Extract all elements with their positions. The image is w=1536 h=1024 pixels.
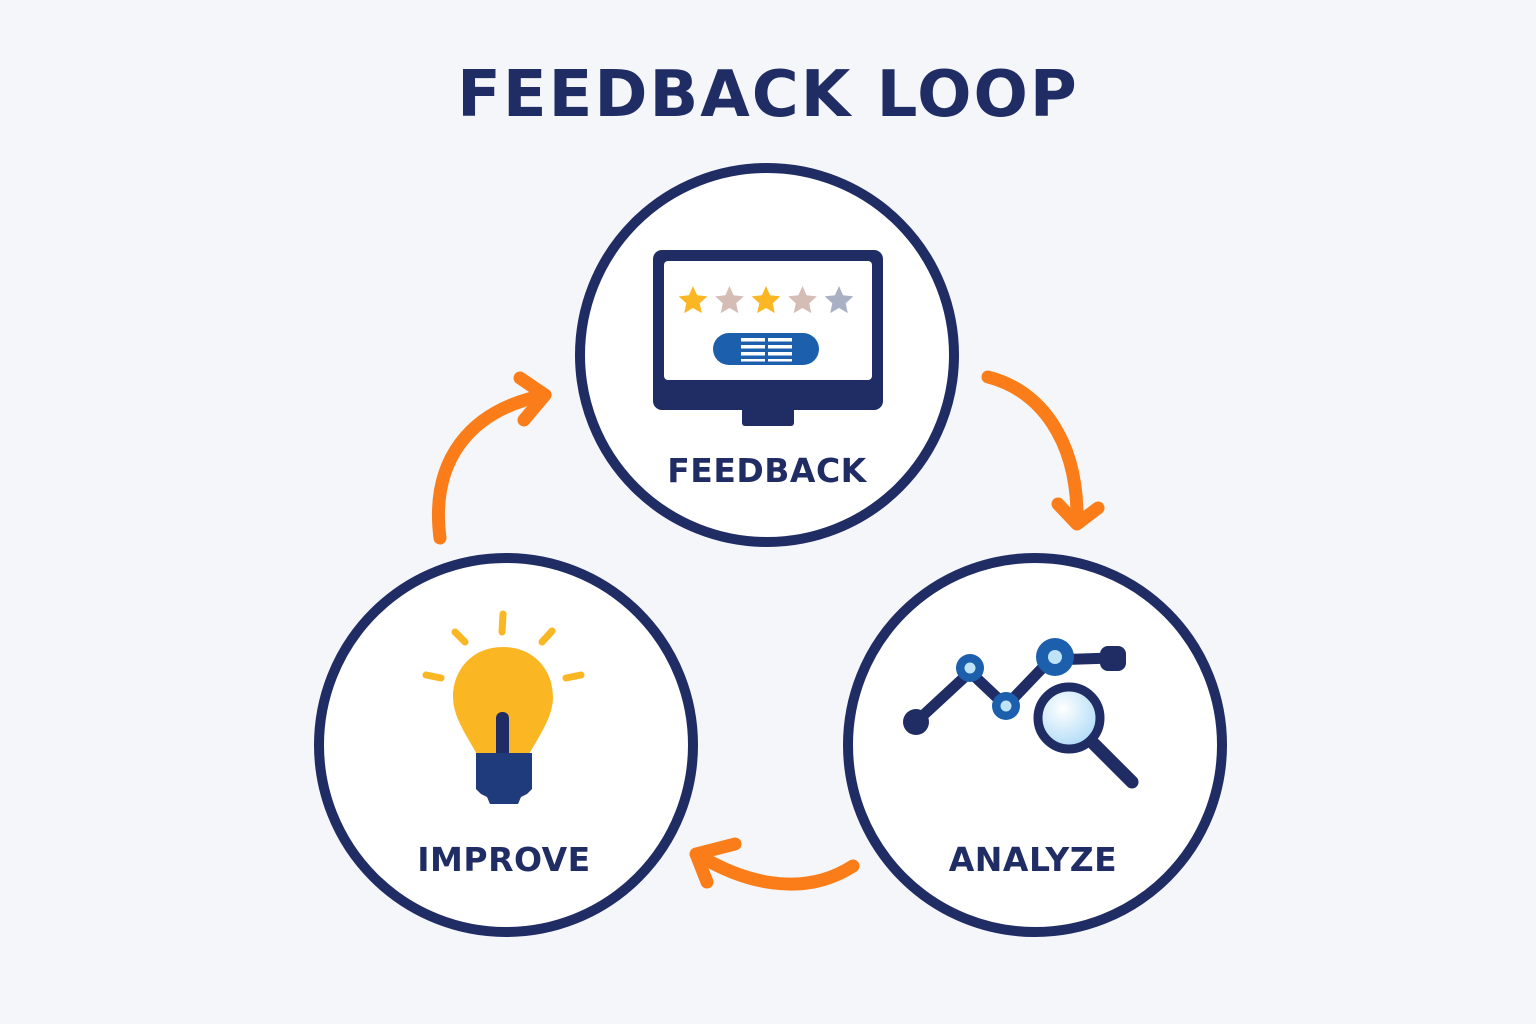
text-lines-icon: [741, 338, 792, 362]
lightbulb-icon: [422, 610, 585, 804]
chart-point-start: [903, 709, 929, 735]
node-analyze-circle: [843, 553, 1227, 937]
chart-point-end: [1100, 646, 1126, 671]
diagram-title: FEEDBACK LOOP: [457, 58, 1079, 132]
node-analyze-label: ANALYZE: [949, 840, 1117, 879]
pill-button-shape: [713, 333, 819, 365]
node-improve: IMPROVE: [314, 553, 698, 937]
star-icon-filled: [751, 286, 781, 314]
arrow-analyze-to-improve: [689, 837, 860, 891]
star-icon-faded-gray: [824, 286, 854, 314]
arrow-feedback-to-analyze: [981, 370, 1105, 531]
node-feedback-label: FEEDBACK: [667, 451, 867, 490]
star-icon-faded: [715, 286, 744, 314]
feedback-submit-button: [713, 333, 819, 365]
node-improve-label: IMPROVE: [417, 840, 590, 879]
chart-magnifier-icon: [903, 638, 1139, 789]
magnifier-icon: [1033, 682, 1139, 789]
node-feedback: FEEDBACK: [575, 163, 959, 547]
monitor-rating-icon: [653, 250, 883, 426]
light-rays: [422, 610, 585, 682]
bulb-filament: [496, 712, 509, 762]
bulb-glass: [453, 647, 553, 756]
bulb-base: [476, 753, 532, 804]
star-icon-faded: [788, 286, 817, 314]
star-icon-filled: [678, 286, 708, 314]
arrow-improve-to-feedback: [432, 371, 552, 545]
node-analyze: ANALYZE: [843, 553, 1227, 937]
star-rating: [678, 286, 854, 314]
